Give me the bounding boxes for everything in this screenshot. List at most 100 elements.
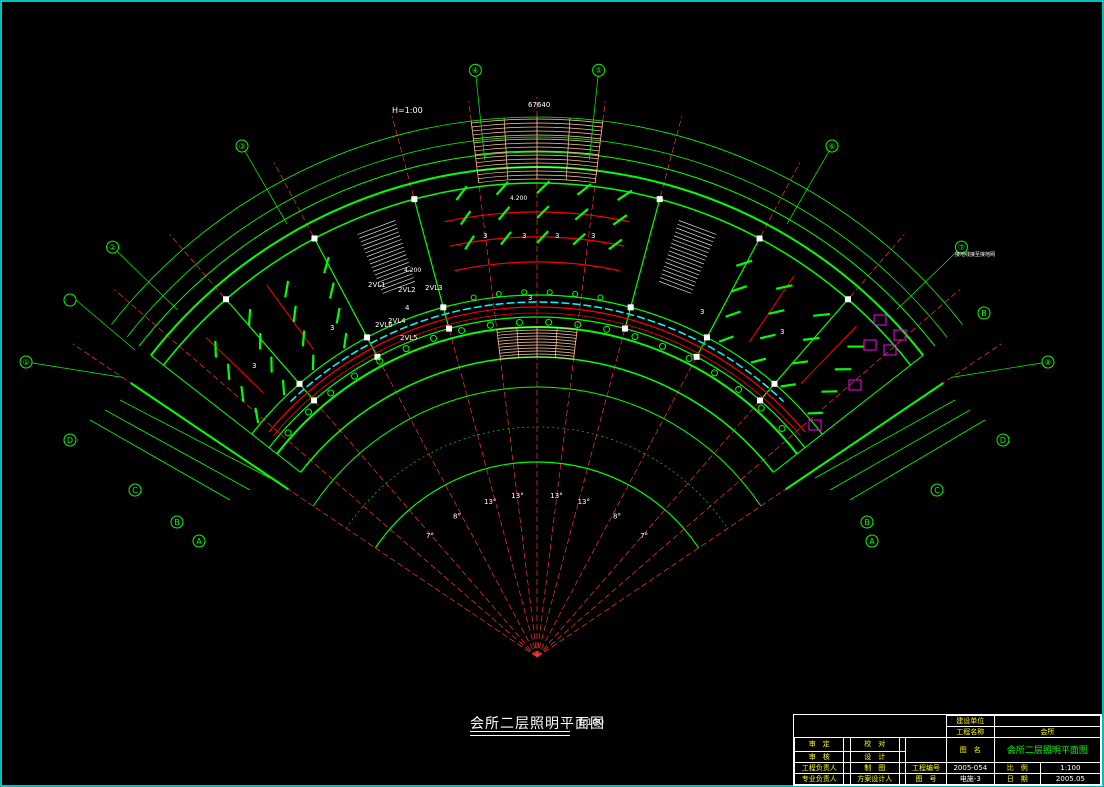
tb-scale-label: 比 例 (993, 761, 1041, 774)
downlight (658, 342, 666, 350)
axis-label: A (196, 537, 202, 546)
light-fixture (768, 309, 785, 315)
axis-bubble (170, 515, 184, 529)
axis-leader (241, 145, 288, 225)
stair-tread (662, 269, 697, 283)
light-fixture (281, 379, 286, 396)
downlight (757, 404, 765, 412)
axis-label: ① (22, 358, 29, 367)
axis-label: ⑥ (828, 142, 835, 151)
wire-count: 3 (591, 232, 595, 240)
stairwells (357, 220, 717, 294)
axis-label: ⑧ (1044, 358, 1051, 367)
column (411, 196, 418, 203)
light-fixture (301, 330, 306, 347)
circuit-label: 2VL4 (388, 317, 406, 325)
light-fixture (247, 308, 252, 326)
stair-tread (673, 235, 711, 250)
wire-arc (273, 312, 801, 437)
stair-tread (360, 227, 398, 243)
angle-label: 8° (453, 512, 461, 520)
stair-tread (661, 273, 695, 287)
column (364, 334, 371, 341)
axis-bubble (128, 483, 142, 497)
axis-bubble (860, 515, 874, 529)
tb-owner-label: 建设单位 (945, 714, 995, 728)
angle-label: 13° (550, 492, 562, 500)
stair-tread (658, 281, 692, 294)
axis-bubble (1041, 355, 1055, 369)
radial-axis-line (114, 289, 538, 658)
toilet-fixture (883, 344, 897, 356)
downlight (351, 372, 359, 380)
end-wall (130, 382, 289, 491)
column (296, 380, 303, 387)
light-fixture (718, 335, 734, 343)
tb-design-label: 设 计 (849, 750, 900, 763)
downlight (735, 385, 743, 393)
light-fixture (608, 238, 623, 251)
radial-axis-line (536, 115, 683, 658)
light-fixture (335, 307, 341, 324)
axis-bubble (192, 534, 206, 548)
stair-tread (357, 220, 396, 235)
axis-label: D (67, 436, 73, 445)
tb-approve-label: 审 定 (793, 737, 845, 752)
angle-label: 7° (640, 532, 648, 540)
light-fixture (807, 411, 823, 415)
light-fixture (813, 312, 831, 317)
stair-tread (362, 231, 399, 246)
wall-arc (268, 316, 806, 449)
tb-drawing-name-label: 图 名 (945, 737, 995, 763)
wire-count: 3 (528, 294, 532, 302)
axis-bubble (468, 63, 482, 77)
axis-label: ② (109, 243, 116, 252)
light-fixture (775, 284, 793, 290)
axis-bubble (63, 433, 77, 447)
axis-leader (474, 70, 486, 160)
axis-label: B (864, 518, 870, 527)
light-fixture (731, 285, 748, 293)
axis-bubble (825, 139, 839, 153)
wire-arc (454, 261, 620, 272)
tb-approve-value (843, 737, 851, 752)
construction-arc (374, 461, 700, 549)
stair-tread (663, 265, 698, 279)
column (693, 353, 700, 360)
column (771, 380, 778, 387)
stair-tread (660, 277, 694, 290)
dimension-line (119, 399, 271, 479)
wire-count: 3 (700, 308, 704, 316)
level-label-2: 4.200 (510, 195, 527, 202)
downlight (470, 294, 477, 301)
seat-divider (516, 327, 520, 358)
downlight (597, 294, 604, 301)
downlight (284, 429, 292, 437)
light-fixture (759, 333, 776, 340)
seat-divider (470, 120, 480, 183)
circuit-label: 2VL3 (425, 284, 443, 292)
light-fixture (792, 360, 809, 365)
axis-bubble (865, 534, 879, 548)
axis-label: B (174, 518, 180, 527)
axis-label: ⑤ (595, 66, 602, 75)
light-fixture (497, 206, 511, 221)
radial-axis-line (536, 289, 960, 658)
downlight (305, 408, 313, 416)
column (223, 296, 230, 303)
light-fixture (495, 181, 509, 196)
radial-axis-line (536, 234, 905, 658)
tb-job-value: 2005-054 (945, 761, 995, 774)
light-fixture (536, 180, 551, 194)
light-fixture (536, 205, 550, 219)
wire-segment (266, 284, 315, 350)
toilet-fixtures (808, 314, 907, 431)
stair-tread (676, 227, 714, 243)
lighting-wiring (205, 211, 857, 437)
tb-draw-label: 制 图 (849, 761, 900, 774)
axis-label: C (132, 486, 138, 495)
light-fixture (328, 282, 335, 299)
end-wall (773, 354, 924, 473)
